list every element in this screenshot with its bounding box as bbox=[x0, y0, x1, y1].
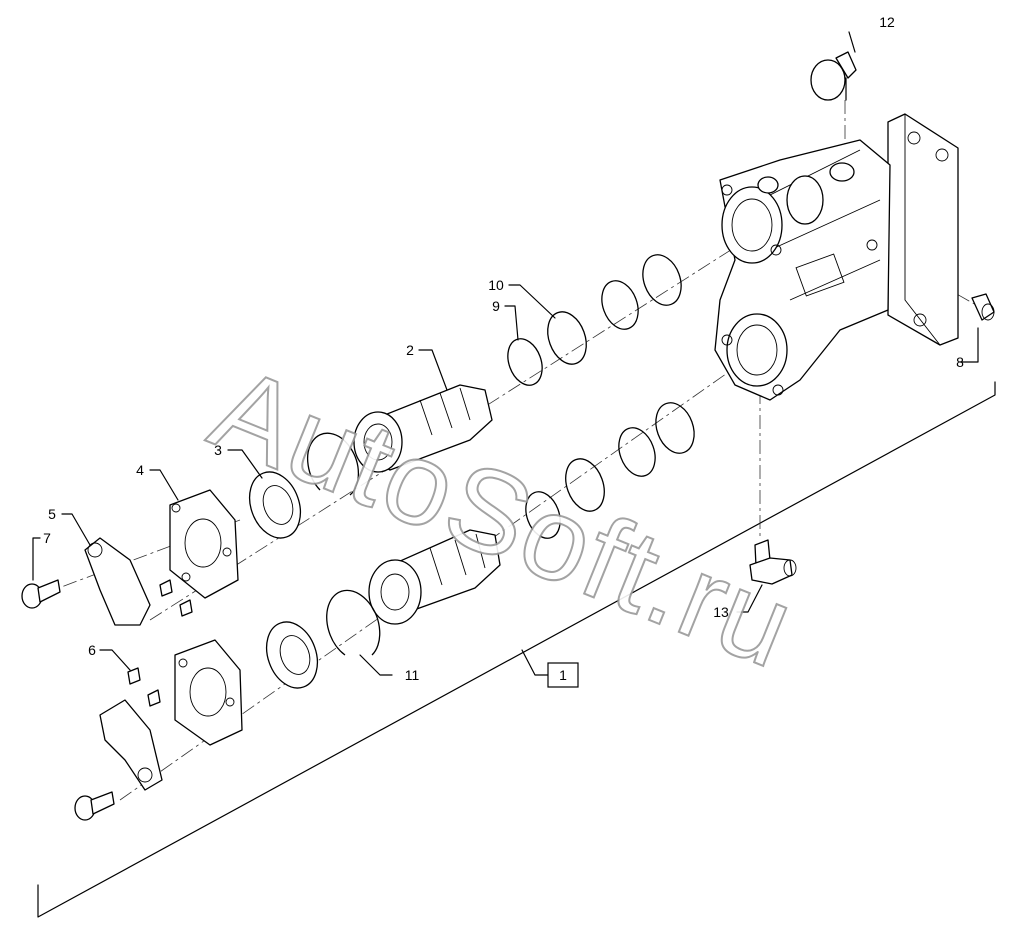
seals bbox=[248, 471, 319, 689]
valve-housing bbox=[714, 113, 959, 401]
callout-13: 13 bbox=[713, 604, 729, 620]
callout-4: 4 bbox=[136, 462, 144, 478]
o-rings-lower bbox=[525, 402, 695, 539]
assembly-bracket bbox=[37, 381, 996, 918]
callout-11: 11 bbox=[405, 667, 420, 683]
callout-labels: 1 2 3 4 5 6 7 8 9 10 11 12 13 bbox=[43, 14, 964, 683]
callout-7: 7 bbox=[43, 530, 51, 546]
flanges bbox=[169, 489, 243, 746]
banjo-fitting bbox=[810, 51, 857, 101]
callout-2: 2 bbox=[406, 342, 414, 358]
callout-10: 10 bbox=[488, 277, 504, 293]
callout-12: 12 bbox=[879, 14, 895, 30]
callout-9: 9 bbox=[492, 298, 500, 314]
plug bbox=[971, 293, 995, 321]
callout-5: 5 bbox=[48, 506, 56, 522]
snap-rings bbox=[307, 432, 381, 656]
callout-3: 3 bbox=[214, 442, 222, 458]
callout-1-box bbox=[547, 662, 579, 688]
callout-6: 6 bbox=[88, 642, 96, 658]
screws bbox=[21, 579, 193, 821]
leader-lines bbox=[32, 31, 979, 676]
o-rings-upper bbox=[507, 254, 682, 386]
spool-upper bbox=[353, 384, 493, 473]
levers bbox=[84, 537, 163, 791]
callout-1: 1 bbox=[559, 667, 567, 683]
elbow-fitting bbox=[749, 539, 797, 585]
spool-lower bbox=[368, 529, 501, 625]
callout-8: 8 bbox=[956, 354, 964, 370]
